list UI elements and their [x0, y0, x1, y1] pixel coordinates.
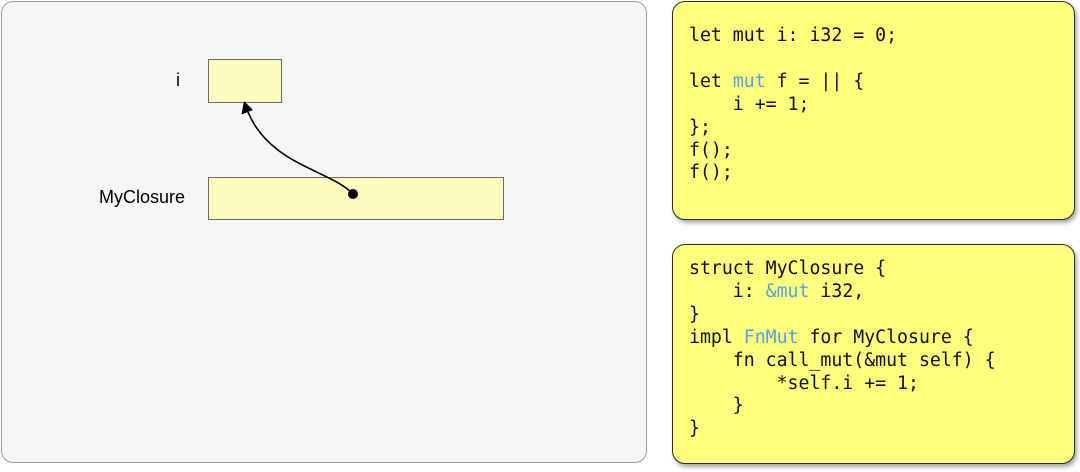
code-text: f();	[689, 139, 733, 161]
closure-label: MyClosure	[99, 187, 186, 207]
var-i-label: i	[176, 70, 180, 90]
closure-code-card: let mut i: i32 = 0; let mut f = || { i +…	[672, 1, 1075, 220]
code-line: impl FnMut for MyClosure {	[689, 327, 974, 348]
reference-origin-dot	[348, 189, 358, 199]
code-text: }	[689, 418, 700, 440]
reference-arrow-line	[247, 111, 354, 195]
code-text: i:	[689, 280, 766, 302]
code-text: f = || {	[765, 70, 865, 92]
reference-arrow-head	[241, 101, 253, 115]
code-line: f();	[689, 162, 733, 183]
code-text: fn call_mut(&mut self) {	[689, 349, 996, 371]
closure-box	[208, 177, 504, 220]
code-line: let mut f = || {	[689, 71, 864, 92]
code-text: i += 1;	[689, 93, 810, 115]
closure-code: let mut i: i32 = 0; let mut f = || { i +…	[689, 25, 897, 185]
code-line: f();	[689, 140, 733, 161]
struct-code-card: struct MyClosure { i: &mut i32, } impl F…	[672, 244, 1075, 464]
code-line: }	[689, 304, 700, 325]
code-text: }	[689, 303, 700, 325]
struct-code: struct MyClosure { i: &mut i32, } impl F…	[689, 258, 996, 441]
code-keyword: &mut	[765, 280, 810, 302]
code-text: let	[689, 70, 733, 92]
code-keyword: mut	[732, 70, 766, 92]
code-line: i: &mut i32,	[689, 281, 864, 302]
code-text: i32,	[809, 280, 865, 302]
code-text: struct MyClosure {	[689, 258, 887, 279]
code-line: }	[689, 418, 700, 439]
code-text: *self.i += 1;	[689, 372, 919, 394]
code-line: struct MyClosure {	[689, 258, 886, 279]
code-line: };	[689, 117, 711, 138]
code-keyword: FnMut	[743, 326, 799, 348]
code-text: impl	[689, 326, 744, 348]
code-line: }	[689, 395, 744, 416]
code-text: for MyClosure {	[798, 326, 974, 348]
code-line: *self.i += 1;	[689, 373, 919, 394]
code-line: let mut i: i32 = 0;	[689, 25, 897, 46]
code-text: f();	[689, 162, 733, 184]
code-line: i += 1;	[689, 93, 810, 115]
code-text: let mut i: i32 = 0;	[689, 25, 898, 46]
code-text: };	[689, 116, 711, 138]
memory-diagram-panel	[1, 1, 647, 463]
code-line: fn call_mut(&mut self) {	[689, 350, 996, 371]
code-text: }	[689, 395, 744, 417]
